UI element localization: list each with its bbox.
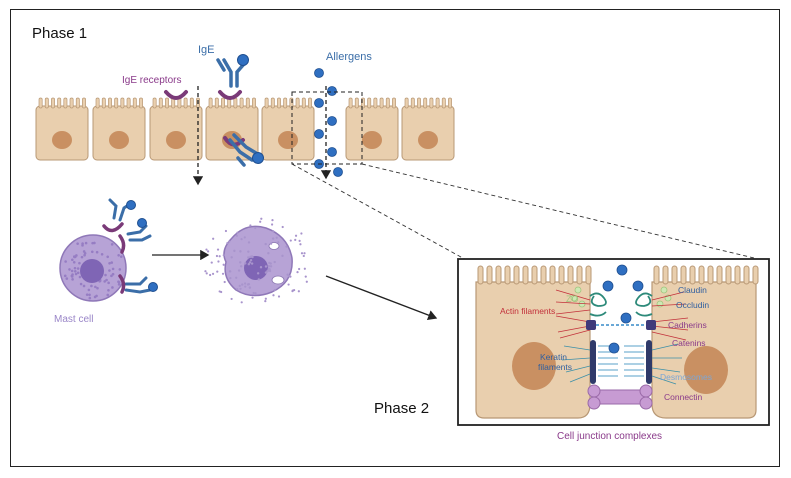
epithelial-cell [92, 97, 146, 161]
connectin-bone [587, 384, 653, 410]
label-keratin-line1: Keratin [540, 352, 567, 362]
epithelial-cell [261, 97, 315, 161]
cadherin-junction [586, 320, 656, 330]
ige-antibody [216, 54, 249, 88]
desmosome-plaques [590, 340, 652, 384]
label-claudin: Claudin [678, 285, 707, 295]
label-ige-receptors: IgE receptors [122, 75, 182, 86]
label-zo: ZO [566, 294, 579, 304]
label-connectin: Connectin [664, 392, 703, 402]
epithelial-cell [35, 97, 89, 161]
epithelial-cell-layer [35, 97, 455, 161]
keratin-filaments [561, 343, 682, 385]
label-keratin-line2: filaments [538, 362, 572, 372]
label-cadherins: Cadherins [668, 320, 707, 330]
label-mast-cell: Mast cell [54, 314, 94, 325]
label-allergens: Allergens [326, 51, 372, 63]
epithelial-cell [149, 97, 203, 161]
allergen-dots [314, 68, 343, 177]
label-ige: IgE [198, 44, 215, 56]
ige-receptor [164, 90, 188, 100]
zoom-box [291, 91, 363, 165]
actin-filaments [555, 289, 689, 341]
mast-cell-receptors [102, 222, 126, 294]
junction-left-cell [475, 265, 592, 419]
zoom-line-right [361, 163, 755, 259]
ige-receptor [218, 90, 242, 100]
arrow-to-phase2 [325, 275, 438, 321]
label-desmosomes: Desmosomes [660, 372, 712, 382]
phase1-title: Phase 1 [32, 25, 88, 42]
epithelial-cell [345, 97, 399, 161]
ige-antibody-bound [228, 133, 264, 167]
label-actin-filaments: Actin filaments [500, 306, 555, 316]
label-occludin: Occludin [676, 300, 709, 310]
junction-allergens [602, 264, 644, 354]
degranulating-mast-cell [204, 217, 308, 304]
label-cell-junction-complexes: Cell junction complexes [557, 431, 663, 442]
tight-junction-strands [589, 292, 653, 317]
phase2-title: Phase 2 [374, 400, 430, 417]
label-catenins: Catenins [672, 338, 706, 348]
epithelial-cell [401, 97, 455, 161]
junction-right-cell [651, 265, 759, 419]
mast-cell [59, 234, 127, 302]
zoom-line-left [291, 163, 471, 263]
mast-cell-antibodies [108, 198, 158, 294]
